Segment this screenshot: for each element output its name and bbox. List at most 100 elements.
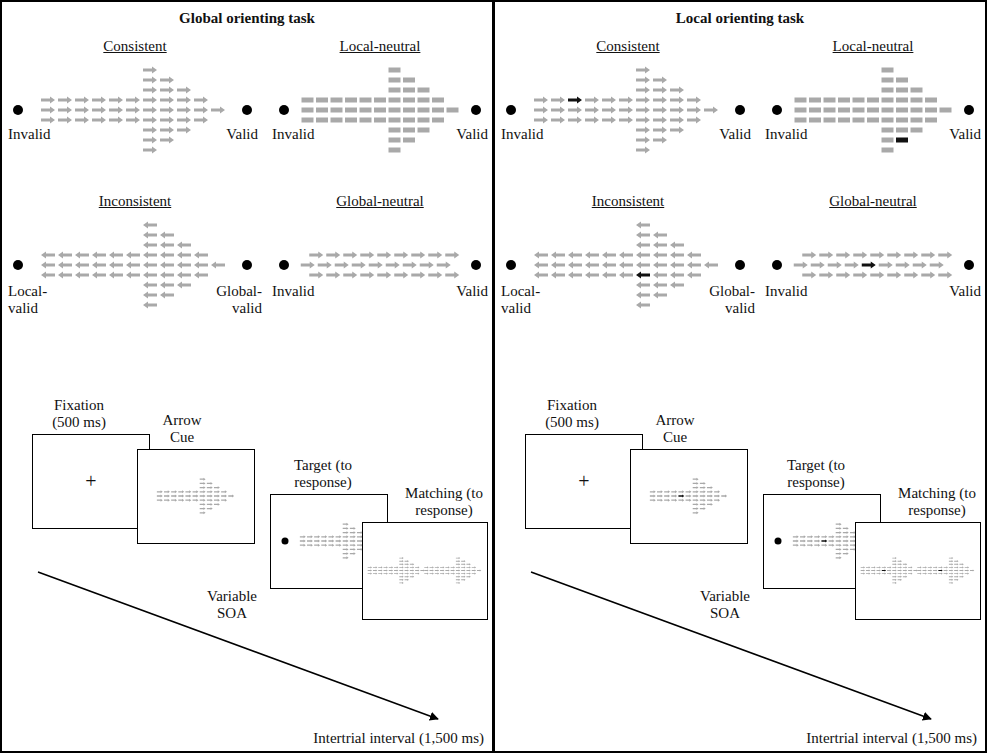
arrow-element — [811, 262, 825, 269]
arrow-element — [802, 272, 816, 279]
arrow-element — [898, 563, 902, 565]
arrow-element — [829, 540, 835, 543]
arrow-element — [836, 252, 850, 259]
arrow-element — [653, 127, 667, 134]
arrow-element — [882, 569, 886, 571]
arrow-element — [892, 576, 896, 578]
arrow-element — [214, 495, 220, 498]
arrow-element — [653, 137, 667, 144]
arrow-element — [882, 573, 886, 575]
bar-element — [925, 118, 937, 123]
arrow-element — [207, 490, 213, 493]
bar-element — [389, 78, 401, 83]
arrow-element — [178, 490, 184, 493]
arrow-element — [933, 569, 937, 571]
arrow-element — [819, 272, 833, 279]
bar-element — [925, 98, 937, 103]
arrow-element — [394, 573, 398, 575]
arrow-element — [75, 107, 89, 114]
arrow-element — [314, 540, 320, 543]
arrow-element — [350, 540, 356, 543]
arrow-element — [602, 117, 616, 124]
arrow-element — [843, 531, 849, 534]
arrow-stimulus — [424, 557, 481, 584]
condition-heading: Inconsistent — [99, 193, 172, 210]
arrow-element — [109, 262, 123, 269]
arrow-element — [938, 272, 952, 279]
arrow-element — [678, 499, 684, 502]
screen-frame: Fixation (500 ms)+ — [525, 434, 643, 529]
arrow-element — [949, 566, 953, 568]
arrow-element — [650, 499, 656, 502]
arrow-element — [800, 544, 806, 547]
arrow-element — [653, 117, 667, 124]
arrow-element — [636, 232, 650, 239]
arrow-element — [898, 579, 902, 581]
arrow-element — [892, 569, 896, 571]
arrow-element — [214, 486, 220, 489]
bar-element — [316, 98, 328, 103]
arrow-element — [700, 499, 706, 502]
screen-illustration — [856, 523, 979, 618]
arrow-element — [938, 569, 942, 571]
arrow-element — [445, 566, 449, 568]
arrow-element — [898, 566, 902, 568]
arrow-element — [445, 569, 449, 571]
screen-label: Matching (to response) — [397, 485, 491, 520]
arrow-element — [368, 566, 372, 568]
arrow-element — [923, 566, 927, 568]
arrow-element — [41, 97, 55, 104]
interval-label: Intertrial interval (1,500 ms) — [313, 730, 484, 747]
arrow-element — [456, 566, 460, 568]
arrow-element — [143, 262, 157, 269]
arrow-element — [693, 495, 699, 498]
arrow-element — [892, 582, 896, 584]
arrow-element — [424, 569, 428, 571]
arrow-element — [109, 107, 123, 114]
bar-element — [925, 108, 937, 113]
soa-label: Variable SOA — [687, 588, 763, 623]
arrow-element — [318, 262, 332, 269]
arrow-element — [177, 282, 191, 289]
bar-element — [403, 78, 415, 83]
arrow-element — [670, 252, 684, 259]
screen-label: Matching (to response) — [890, 485, 984, 520]
arrow-element — [836, 535, 842, 538]
interval-label: Intertrial interval (1,500 ms) — [806, 730, 977, 747]
arrow-element — [415, 569, 419, 571]
bar-element — [882, 68, 894, 73]
arrow-element — [394, 569, 398, 571]
arrow-element — [309, 252, 323, 259]
bar-element — [911, 108, 923, 113]
arrow-element — [160, 242, 174, 249]
arrow-element — [377, 272, 391, 279]
screen-frame: Matching (to response) — [362, 522, 488, 620]
arrow-element — [321, 544, 327, 547]
bar-element — [896, 108, 908, 113]
condition-heading: Inconsistent — [592, 193, 665, 210]
arrow-element — [904, 252, 918, 259]
arrow-element — [472, 569, 476, 571]
arrow-element — [41, 252, 55, 259]
arrow-element — [670, 87, 684, 94]
arrow-element — [800, 540, 806, 543]
bar-element — [389, 118, 401, 123]
arrow-element — [435, 566, 439, 568]
arrow-element — [678, 495, 684, 498]
arrow-element — [636, 67, 650, 74]
arrow-element — [109, 97, 123, 104]
arrow-element — [343, 544, 349, 547]
arrow-element — [896, 262, 910, 269]
arrow-element — [636, 87, 650, 94]
arrow-element — [843, 544, 849, 547]
arrow-element — [938, 252, 952, 259]
arrow-element — [636, 242, 650, 249]
arrow-element — [405, 560, 409, 562]
arrow-element — [109, 252, 123, 259]
arrow-element — [411, 272, 425, 279]
bar-element — [316, 108, 328, 113]
arrow-element — [343, 523, 349, 526]
arrow-element — [944, 569, 948, 571]
arrow-element — [898, 560, 902, 562]
arrow-element — [917, 573, 921, 575]
